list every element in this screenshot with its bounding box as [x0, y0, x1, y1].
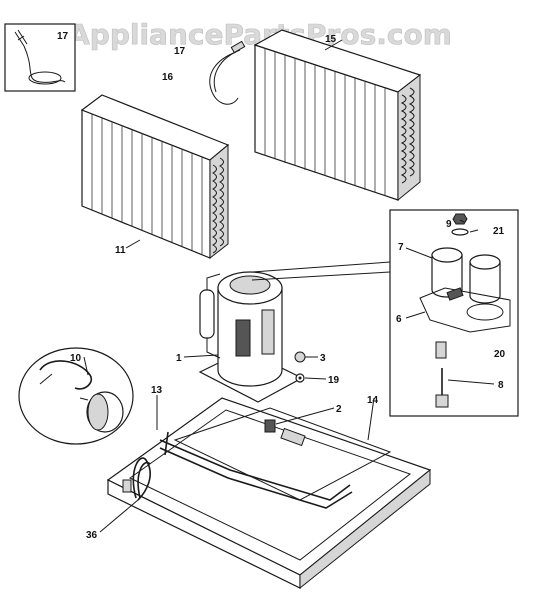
leader-lines [17, 35, 495, 533]
callout-17a: 17 [57, 31, 69, 42]
callout-8: 8 [498, 380, 504, 391]
evaporator-coil[interactable] [80, 94, 230, 260]
callout-2: 2 [336, 404, 342, 415]
callout-1: 1 [176, 353, 182, 364]
callout-9: 9 [446, 219, 452, 230]
base-pan[interactable] [106, 397, 432, 590]
callout-21: 21 [493, 226, 505, 237]
thermistor-inset[interactable] [4, 23, 76, 92]
wire-harness[interactable] [122, 457, 151, 501]
condenser-coil[interactable] [253, 29, 422, 202]
callout-17b: 17 [174, 46, 186, 57]
compressor[interactable] [198, 271, 304, 403]
callout-labels: 17 17 16 15 11 9 21 7 6 20 8 10 1 3 19 2… [57, 31, 506, 541]
callout-14: 14 [367, 395, 379, 406]
callout-20: 20 [494, 349, 506, 360]
callout-13: 13 [151, 385, 163, 396]
callout-10: 10 [70, 353, 82, 364]
callout-16: 16 [162, 72, 174, 83]
callout-6: 6 [396, 314, 402, 325]
callout-36: 36 [86, 530, 98, 541]
callout-19: 19 [328, 375, 340, 386]
watermark-text: AppliancePartsPros.com [68, 18, 452, 51]
callout-3: 3 [320, 353, 326, 364]
callout-7: 7 [398, 242, 404, 253]
compressor-grommets[interactable] [264, 351, 306, 433]
sensor-wire[interactable] [209, 40, 246, 105]
capacitor-inset[interactable] [251, 209, 519, 417]
callout-11: 11 [115, 245, 126, 256]
callout-15: 15 [325, 34, 337, 45]
overload-protector-inset[interactable] [18, 347, 134, 445]
